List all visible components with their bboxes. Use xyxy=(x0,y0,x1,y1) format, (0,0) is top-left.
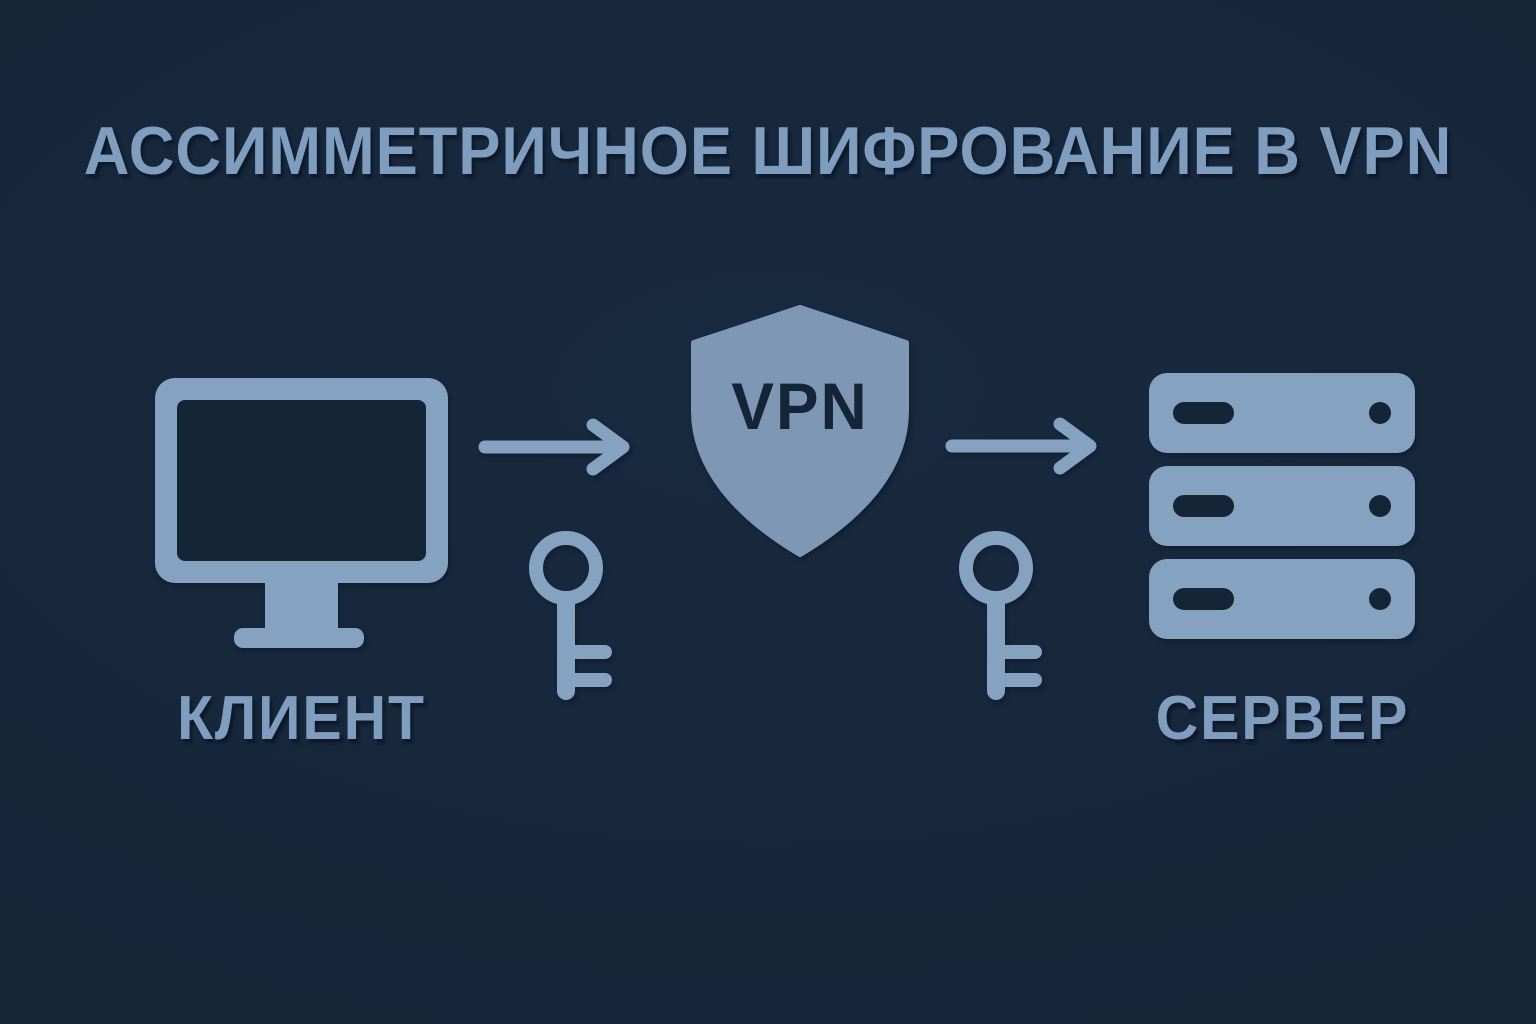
page-title: АССИММЕТРИЧНОЕ ШИФРОВАНИЕ В VPN xyxy=(83,113,1453,189)
arrow-right-icon xyxy=(478,418,630,476)
key-icon xyxy=(529,531,612,700)
vpn-label: VPN xyxy=(731,369,869,443)
arrow-right-icon xyxy=(945,417,1097,475)
server-label: СЕРВЕР xyxy=(1155,684,1410,753)
server-rack-icon xyxy=(1149,373,1415,639)
key-icon xyxy=(959,531,1042,700)
monitor-icon xyxy=(155,378,448,648)
shield-icon xyxy=(691,305,909,557)
vpn-node: VPN xyxy=(685,305,915,557)
client-label: КЛИЕНТ xyxy=(177,684,426,753)
